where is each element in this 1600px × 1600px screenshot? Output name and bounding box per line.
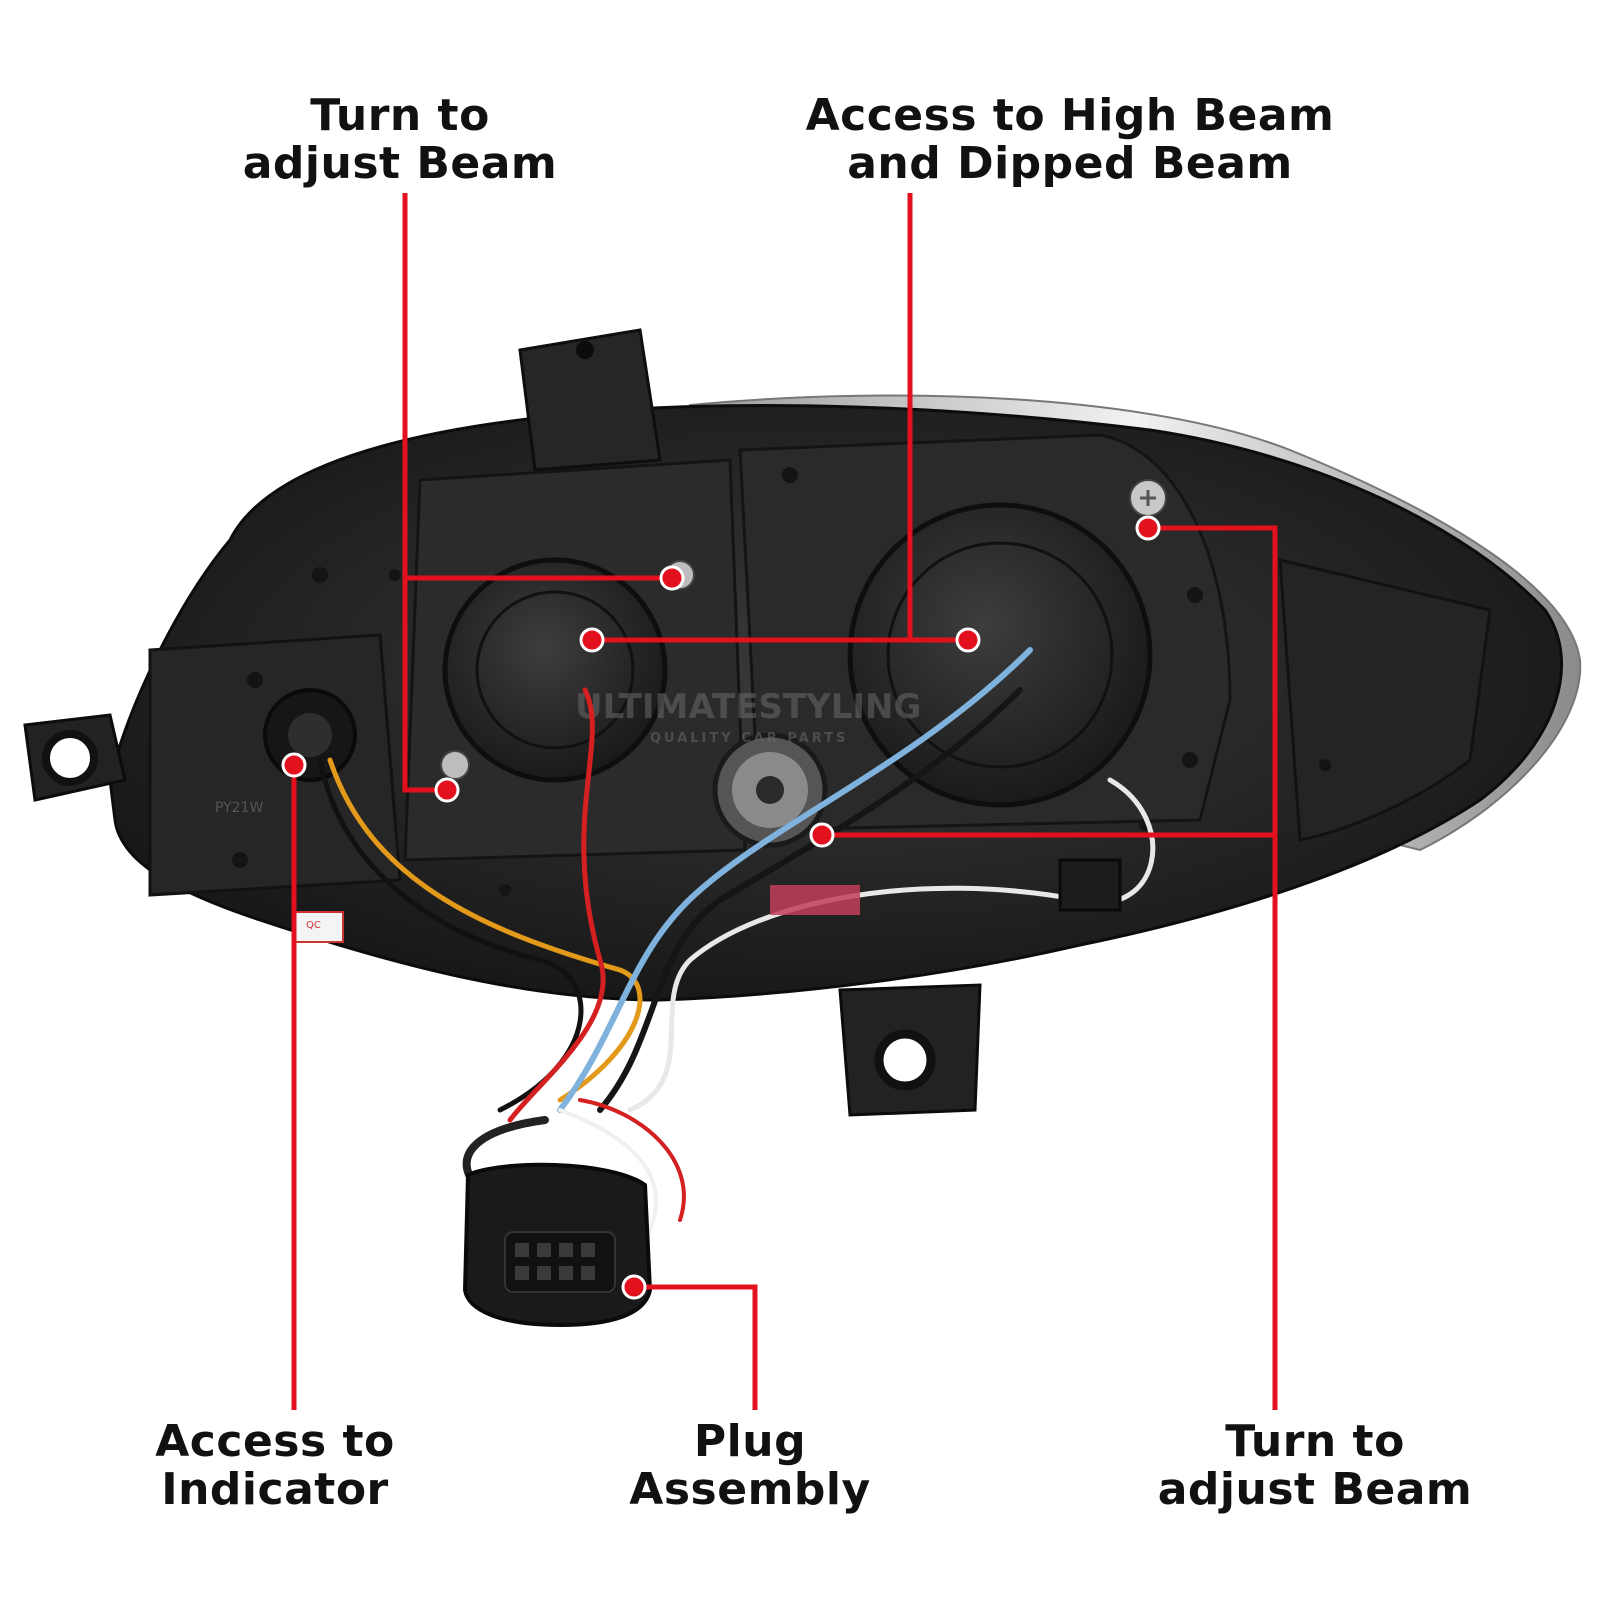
wiring-harness bbox=[317, 647, 1156, 1232]
housing-bolts bbox=[232, 467, 1331, 896]
callout-line-top-right bbox=[592, 193, 968, 643]
label-line-2: and Dipped Beam bbox=[847, 138, 1293, 189]
adjuster-screw-top-right bbox=[1129, 479, 1167, 517]
top-mount-bracket bbox=[518, 328, 662, 472]
callout-dot-low-beam bbox=[579, 627, 605, 653]
label-line-1: Turn to bbox=[310, 90, 490, 141]
dust-cap-left bbox=[442, 557, 668, 783]
label-access-high-dipped-beam: Access to High Beam and Dipped Beam bbox=[760, 92, 1380, 188]
label-line-2: Assembly bbox=[629, 1464, 871, 1515]
callout-dot-plug bbox=[621, 1274, 647, 1300]
adjuster-screw-bottom-left bbox=[440, 750, 470, 780]
label-access-to-indicator: Access to Indicator bbox=[100, 1418, 450, 1514]
callout-dots bbox=[281, 515, 1161, 1300]
watermark-main: ULTIMATESTYLING bbox=[575, 687, 921, 727]
label-turn-to-adjust-beam-top: Turn to adjust Beam bbox=[205, 92, 595, 188]
svg-text:QC: QC bbox=[306, 920, 321, 931]
label-line-2: adjust Beam bbox=[242, 138, 558, 189]
callout-line-bottom-right bbox=[822, 525, 1278, 1410]
callout-dot-high-beam bbox=[955, 627, 981, 653]
left-mount-tab bbox=[23, 713, 127, 802]
bottom-mount-tab bbox=[838, 983, 982, 1117]
callout-lines bbox=[291, 193, 1278, 1410]
callout-dot-beam-adjust-top bbox=[659, 565, 685, 591]
headlight-housing: PY21W bbox=[23, 328, 1582, 1117]
center-bulb-socket bbox=[712, 732, 828, 848]
label-line-1: Plug bbox=[693, 1416, 807, 1467]
callout-dot-side-bulb bbox=[809, 822, 835, 848]
right-fin bbox=[1278, 558, 1492, 842]
plug-connector bbox=[462, 1162, 653, 1328]
label-turn-to-adjust-beam-bottom: Turn to adjust Beam bbox=[1120, 1418, 1510, 1514]
qc-sticker: QC bbox=[292, 911, 344, 943]
label-line-1: Turn to bbox=[1225, 1416, 1405, 1467]
watermark-sub: QUALITY CAR PARTS bbox=[650, 731, 848, 746]
label-line-2: Indicator bbox=[161, 1464, 389, 1515]
callout-line-top-left bbox=[402, 193, 672, 793]
label-line-2: adjust Beam bbox=[1157, 1464, 1473, 1515]
label-line-1: Access to bbox=[155, 1416, 395, 1467]
label-line-1: Access to High Beam bbox=[805, 90, 1335, 141]
callout-dot-beam-adjust-right bbox=[1135, 515, 1161, 541]
callout-dot-indicator bbox=[281, 752, 307, 778]
label-plug-assembly: Plug Assembly bbox=[590, 1418, 910, 1514]
callout-line-bottom-mid bbox=[634, 1284, 758, 1410]
callout-dot-beam-adjust-bottom bbox=[434, 777, 460, 803]
dust-cap-right bbox=[847, 502, 1153, 808]
bulb-code: PY21W bbox=[215, 800, 264, 816]
